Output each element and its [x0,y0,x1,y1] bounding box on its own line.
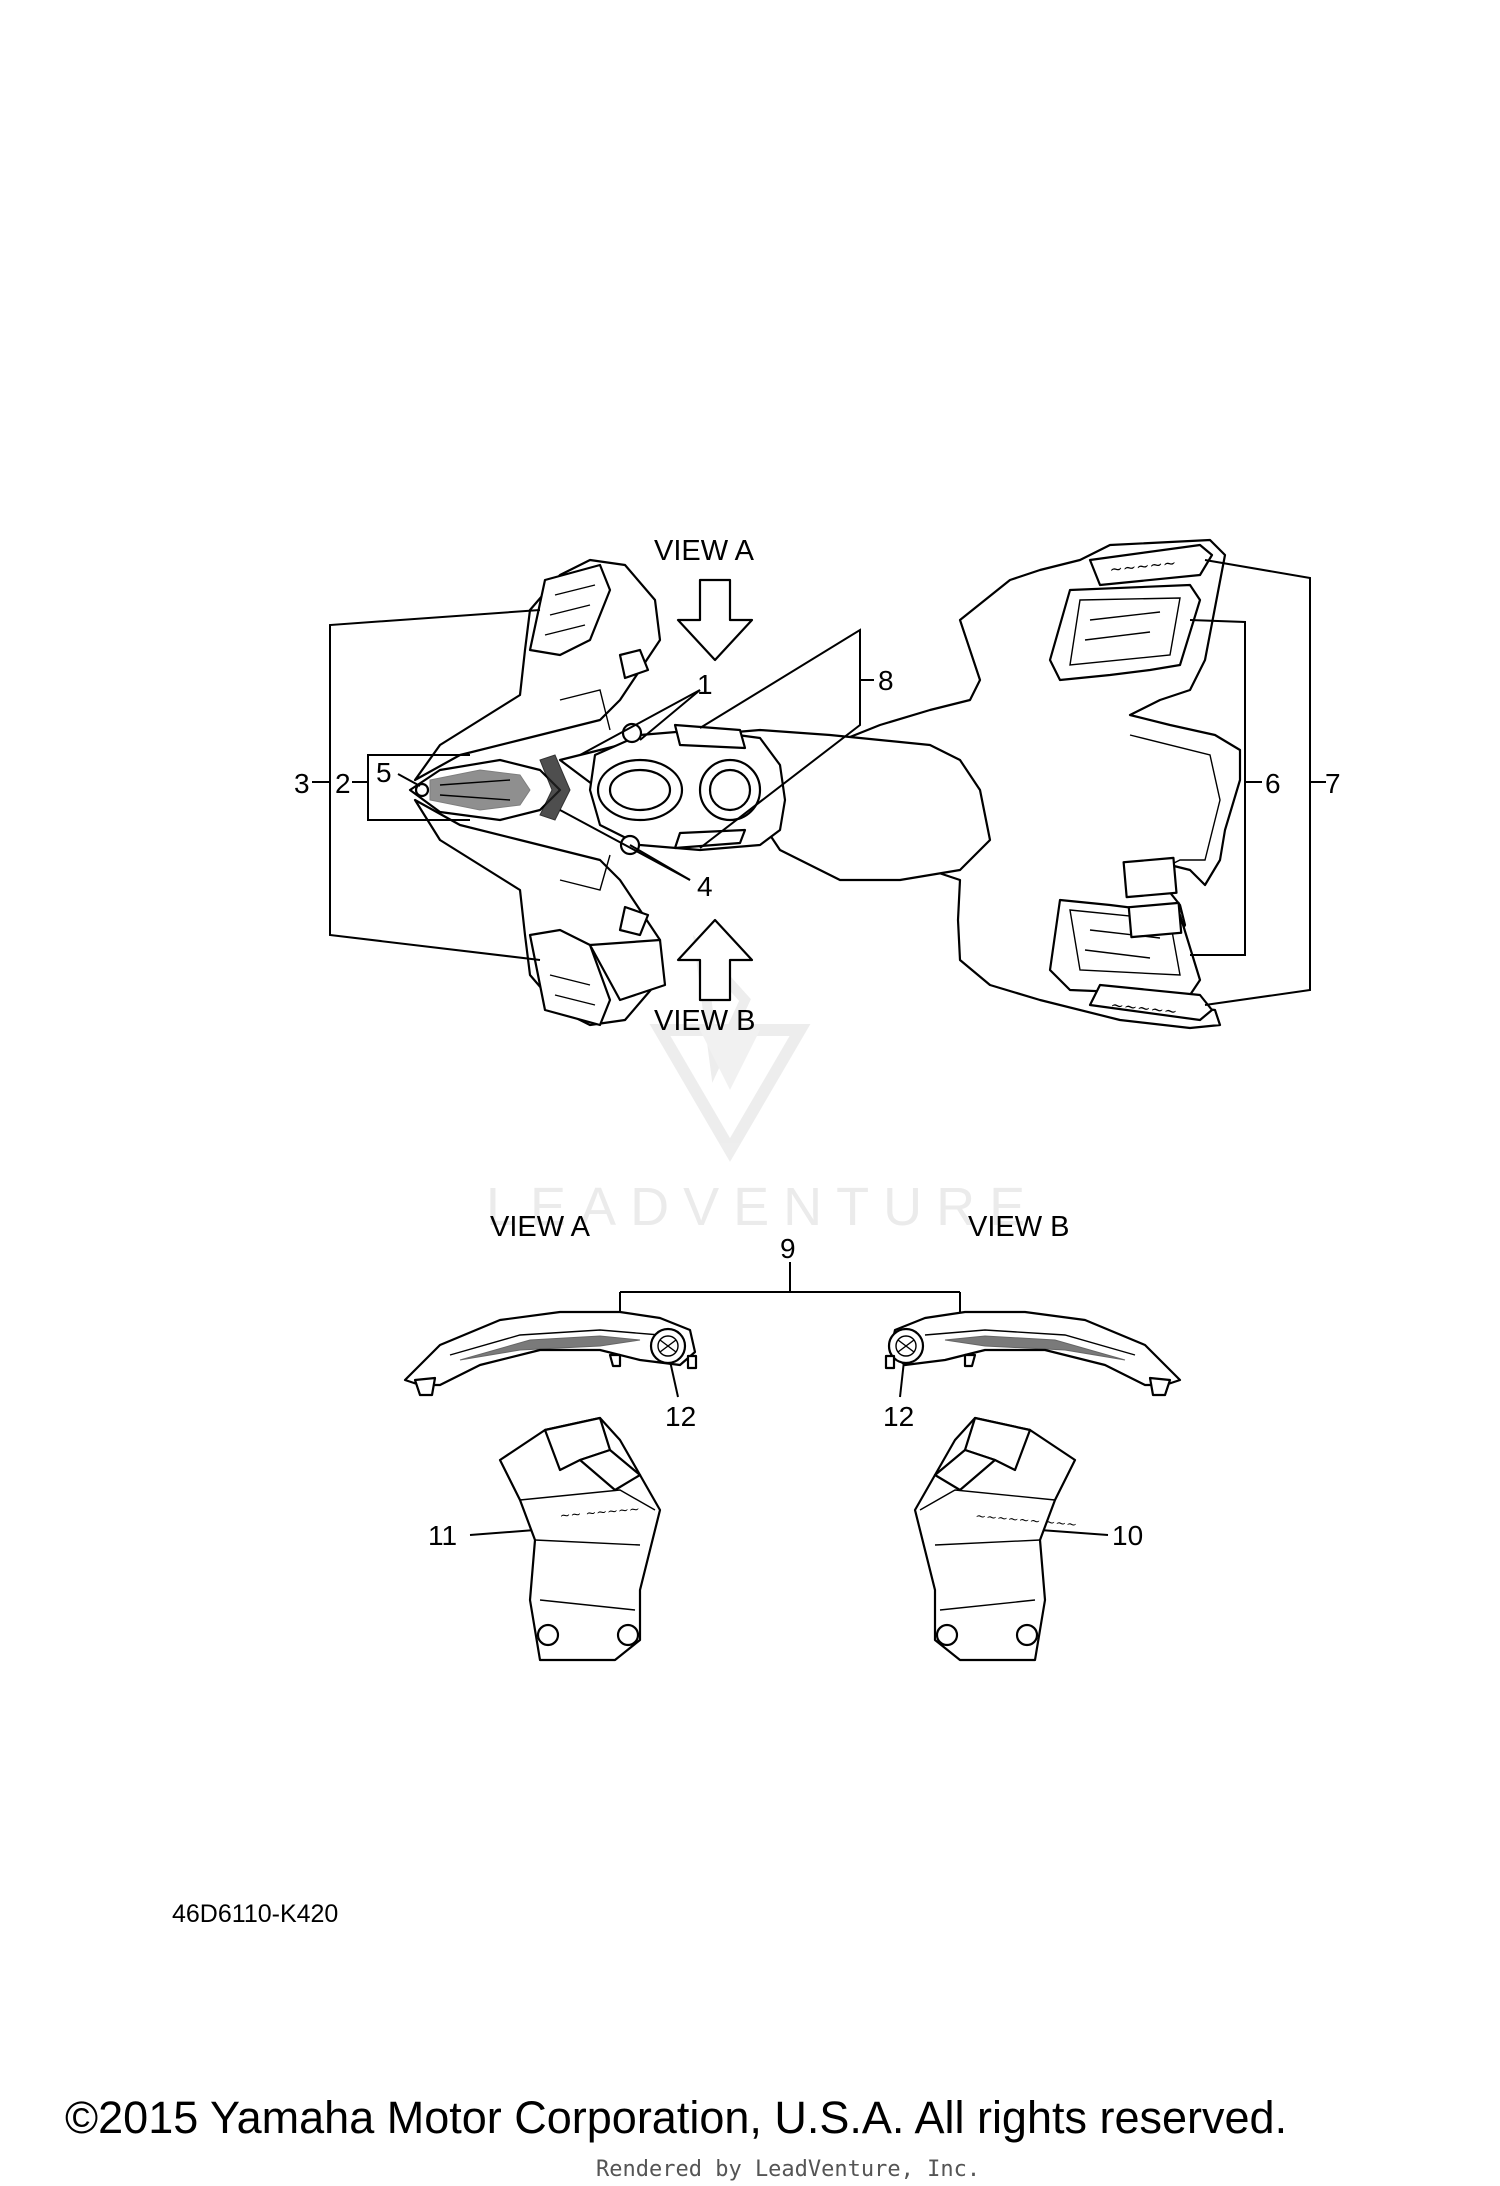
view-b-label-top: VIEW B [654,1005,756,1037]
callout-4: 4 [697,871,713,902]
callout-12-right: 12 [883,1401,914,1432]
callout-9: 9 [780,1233,796,1264]
callout-11: 11 [428,1520,457,1551]
side-cover-right: ~~~~~~ ~~~ [913,1416,1078,1662]
view-a-label-bottom: VIEW A [490,1211,591,1243]
diagram-code: 46D6110-K420 [172,1900,338,1928]
watermark-text: LEADVENTURE [486,1177,1039,1237]
view-a-label-top: VIEW A [654,535,755,567]
callout-3: 3 [294,768,310,799]
callout-5: 5 [376,757,392,788]
decal-script-left: ~~ ~~~~~ [559,1502,640,1524]
callout-6: 6 [1265,768,1281,799]
view-b-label-bottom: VIEW B [968,1211,1070,1243]
side-cover-left: ~~ ~~~~~ [498,1416,662,1662]
fender-trim-right [884,1310,1182,1397]
callout-8: 8 [878,665,894,696]
body-cover-assembly: ~~~~~ ~~~~~ [408,538,1242,1030]
callout-7: 7 [1325,768,1341,799]
fender-trim-left [403,1310,698,1397]
callout-2: 2 [335,768,351,799]
callout-10: 10 [1112,1520,1143,1551]
callout-1: 1 [697,669,713,700]
callout-12-left: 12 [665,1401,696,1432]
callout-lines-top [312,559,1326,1006]
copyright-text: ©2015 Yamaha Motor Corporation, U.S.A. A… [65,2092,1287,2143]
arrow-down-icon [676,578,754,662]
rendered-by-text: Rendered by LeadVenture, Inc. [596,2157,980,2182]
arrow-up-icon [676,918,754,1002]
